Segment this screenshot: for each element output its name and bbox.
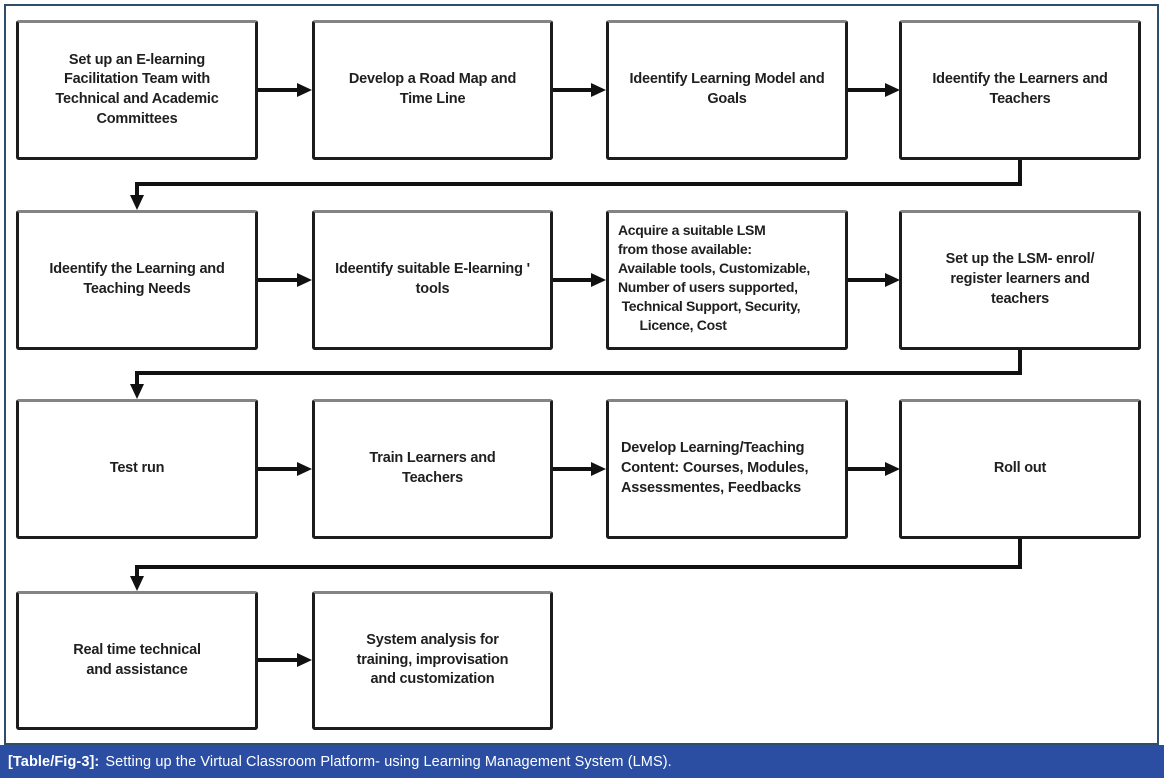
step-label: Develop a Road Map and Time Line	[348, 71, 517, 107]
step-identify-learners-teachers: Ideentify the Learners and Teachers	[899, 20, 1141, 160]
step-acquire-lsm: Acquire a suitable LSM from those availa…	[606, 210, 848, 350]
step-label: Set up an E-learning Facilitation Team w…	[55, 51, 219, 127]
step-develop-content: Develop Learning/Teaching Content: Cours…	[606, 399, 848, 539]
step-train-learners-teachers: Train Learners and Teachers	[312, 399, 553, 539]
step-label: Ideentify the Learning and Teaching Need…	[49, 261, 225, 297]
step-identify-learning-needs: Ideentify the Learning and Teaching Need…	[16, 210, 258, 350]
step-label: Roll out	[993, 460, 1047, 477]
step-label: Ideentify suitable E-learning ' tools	[335, 261, 530, 297]
step-roll-out: Roll out	[899, 399, 1141, 539]
step-test-run: Test run	[16, 399, 258, 539]
step-label: Acquire a suitable LSM from those availa…	[618, 222, 810, 334]
step-label: System analysis for training, improvisat…	[356, 631, 509, 688]
arrow-down-icon	[130, 539, 1022, 591]
caption-prefix: [Table/Fig-3]:	[8, 753, 100, 770]
step-label: Ideentify Learning Model and Goals	[629, 71, 825, 107]
step-label: Set up the LSM- enrol/ register learners…	[945, 251, 1095, 307]
caption-text: Setting up the Virtual Classroom Platfor…	[105, 753, 672, 770]
step-develop-roadmap: Develop a Road Map and Time Line	[312, 20, 553, 160]
step-identify-learning-model: Ideentify Learning Model and Goals	[606, 20, 848, 160]
step-setup-lsm-enrol: Set up the LSM- enrol/ register learners…	[899, 210, 1141, 350]
arrow-down-icon	[130, 160, 1022, 210]
step-label: Real time technical and assistance	[73, 641, 201, 678]
step-label: Test run	[109, 460, 165, 477]
step-identify-elearning-tools: Ideentify suitable E-learning ' tools	[312, 210, 553, 350]
step-label: Develop Learning/Teaching Content: Cours…	[621, 440, 809, 496]
step-label: Train Learners and Teachers	[369, 450, 496, 486]
caption-bar: [Table/Fig-3]: Setting up the Virtual Cl…	[0, 745, 1164, 778]
arrow-down-icon	[130, 350, 1022, 399]
step-setup-facilitation-team: Set up an E-learning Facilitation Team w…	[16, 20, 258, 160]
step-realtime-technical-assistance: Real time technical and assistance	[16, 591, 258, 730]
step-label: Ideentify the Learners and Teachers	[932, 71, 1108, 107]
step-system-analysis: System analysis for training, improvisat…	[312, 591, 553, 730]
